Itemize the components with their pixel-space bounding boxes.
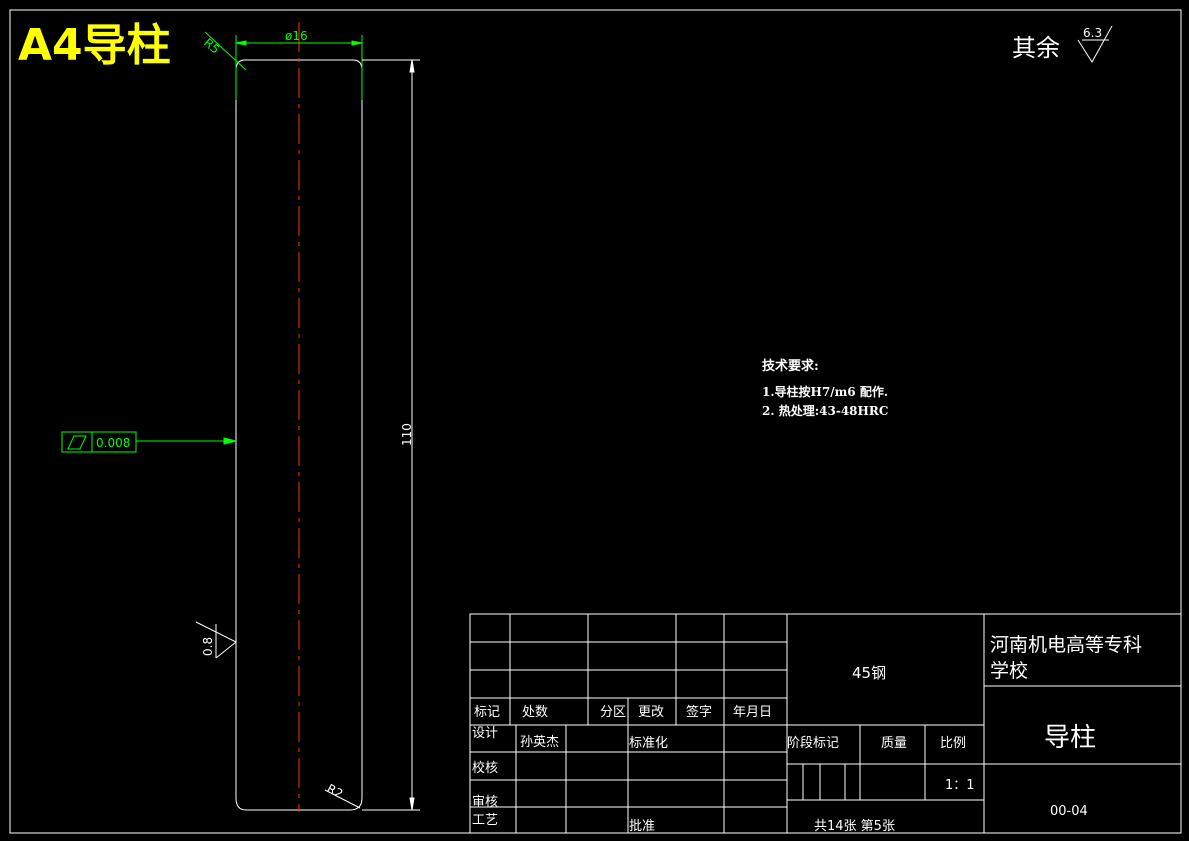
roughness-prefix: 其余 xyxy=(1012,34,1060,62)
label-mass: 质量 xyxy=(881,736,907,751)
diameter-dimension: ø16 xyxy=(235,29,363,100)
label-approve: 批准 xyxy=(629,819,655,834)
label-standardize: 标准化 xyxy=(629,736,668,751)
title-block-texts: 标记 处数 分区 更改 签字 年月日 设计 孙英杰 标准化 校核 审核 工艺 批… xyxy=(472,634,1142,834)
chamfer-dimension: R5 xyxy=(201,31,247,71)
label-sign: 签字 xyxy=(686,704,712,720)
label-stage: 阶段标记 xyxy=(787,736,839,751)
drawing-title: A4导柱 xyxy=(18,20,171,71)
label-zone: 分区 xyxy=(600,705,626,720)
label-mark: 标记 xyxy=(474,705,500,720)
fillet-label: R2 xyxy=(325,781,346,801)
tech-line-1: 1.导柱按H7/m6 配作. xyxy=(762,384,888,399)
tolerance-frame: 0.008 xyxy=(61,431,237,453)
scale-value: 1：1 xyxy=(945,778,975,793)
label-change: 更改 xyxy=(638,705,664,720)
label-ratio: 比例 xyxy=(940,736,966,751)
school-name-line2: 学校 xyxy=(990,660,1028,682)
school-name-line1: 河南机电高等专科 xyxy=(990,634,1142,656)
tech-requirements: 技术要求: 1.导柱按H7/m6 配作. 2. 热处理:43-48HRC xyxy=(762,358,888,418)
drawing-border xyxy=(9,9,1182,834)
sheet-count: 共14张 第5张 xyxy=(814,819,895,834)
side-roughness-value: 0.8 xyxy=(201,637,215,656)
title-block xyxy=(469,613,1182,834)
drawing-number: 00-04 xyxy=(1050,804,1088,819)
material-value: 45钢 xyxy=(852,664,886,682)
chamfer-label: R5 xyxy=(201,36,222,57)
roughness-symbol: 6.3 xyxy=(1077,25,1113,63)
diameter-label: ø16 xyxy=(285,29,308,43)
label-check: 校核 xyxy=(472,760,498,776)
tolerance-value: 0.008 xyxy=(96,436,130,450)
fillet-dimension: R2 xyxy=(325,781,361,809)
label-review: 审核 xyxy=(472,795,498,810)
label-process: 工艺 xyxy=(472,813,498,828)
designer-name: 孙英杰 xyxy=(520,735,559,750)
tech-line-2: 2. 热处理:43-48HRC xyxy=(762,403,888,418)
roughness-value: 6.3 xyxy=(1083,26,1102,40)
tech-heading: 技术要求: xyxy=(762,358,819,374)
part-name: 导柱 xyxy=(1044,723,1096,753)
label-design: 设计 xyxy=(472,726,498,741)
length-label: 110 xyxy=(400,423,414,446)
label-count: 处数 xyxy=(522,705,548,720)
length-dimension: 110 xyxy=(362,59,420,811)
label-date: 年月日 xyxy=(733,705,772,720)
side-roughness-symbol: 0.8 xyxy=(195,621,237,659)
